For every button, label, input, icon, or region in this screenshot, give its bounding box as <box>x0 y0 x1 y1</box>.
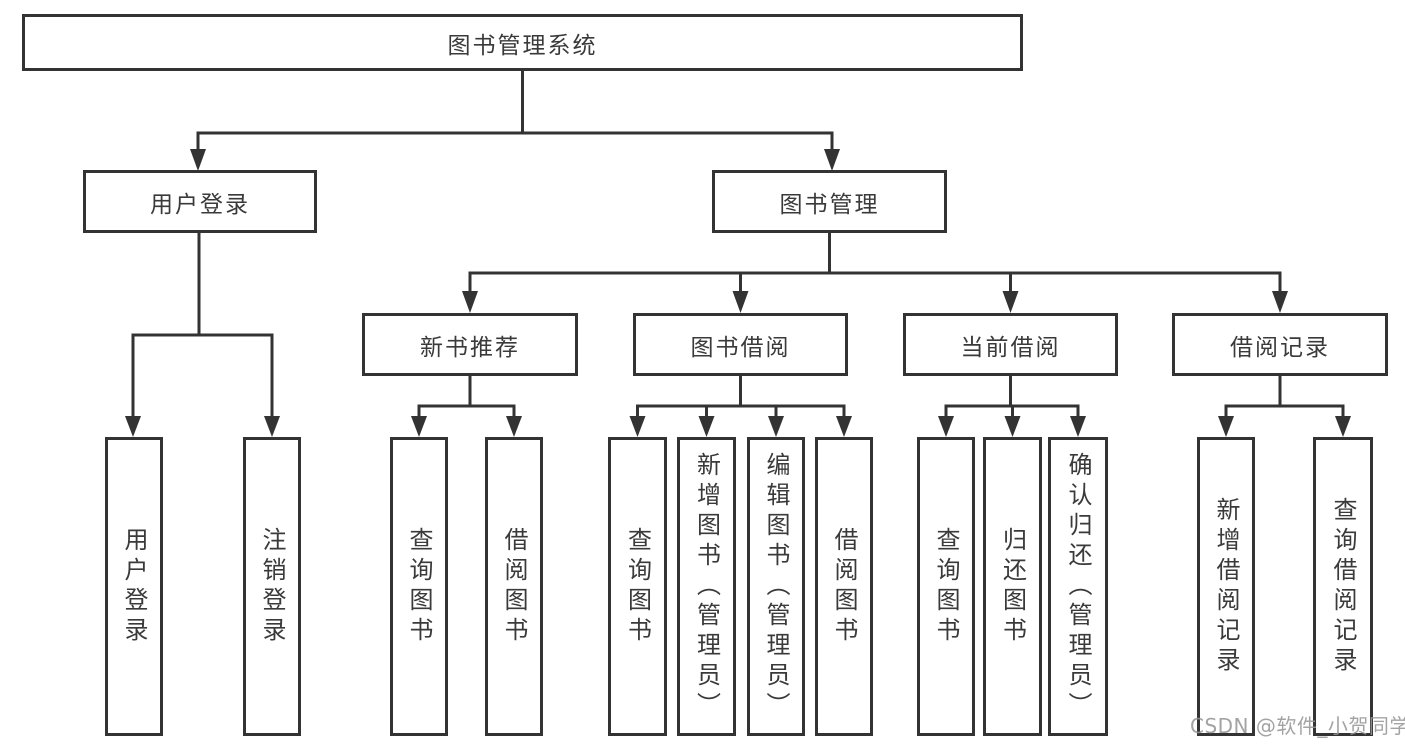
leaf-query-book-borrow: 查询图书 <box>608 437 667 736</box>
leaf-logout: 注销登录 <box>243 437 301 736</box>
leaf-query-borrow-record: 查询借阅记录 <box>1313 437 1373 736</box>
node-current-borrow: 当前借阅 <box>903 313 1118 376</box>
leaf-confirm-return-admin: 确认归还（管理员） <box>1048 437 1108 736</box>
leaf-borrow-book-recommend: 借阅图书 <box>485 437 543 736</box>
arrowhead-user-login <box>190 149 206 171</box>
arrowhead-borrow1 <box>506 416 522 437</box>
arrowhead-query3 <box>938 416 954 437</box>
leaf-query-book-current: 查询图书 <box>917 437 975 736</box>
arrowhead-records <box>1272 291 1288 313</box>
leaf-add-borrow-record: 新增借阅记录 <box>1197 437 1255 736</box>
arrowhead-new-book <box>462 291 478 313</box>
arrowhead-book-mgmt <box>824 149 840 171</box>
arrowhead-add-book <box>698 416 715 437</box>
arrowhead-query1 <box>411 416 427 437</box>
leaf-edit-book-admin: 编辑图书（管理员） <box>747 437 805 736</box>
arrowhead-borrow2 <box>836 416 852 437</box>
arrowhead-confirm <box>1070 416 1086 437</box>
csdn-watermark: CSDN @软件_小贺同学 <box>1190 714 1405 738</box>
arrowhead-leaf-user-login <box>125 416 141 437</box>
arrowhead-leaf-logout <box>264 416 280 437</box>
node-system-root: 图书管理系统 <box>22 14 1023 71</box>
leaf-return-book: 归还图书 <box>983 437 1042 736</box>
arrowhead-add-rec <box>1218 416 1234 437</box>
arrowhead-return <box>1004 416 1021 437</box>
arrowhead-edit-book <box>768 416 784 437</box>
leaf-add-book-admin: 新增图书（管理员） <box>677 437 736 736</box>
node-new-book-recommend: 新书推荐 <box>362 313 578 376</box>
arrowhead-cur-borrow <box>1002 291 1019 313</box>
leaf-query-book-recommend: 查询图书 <box>390 437 448 736</box>
arrowhead-query-rec <box>1335 416 1351 437</box>
node-book-management: 图书管理 <box>712 170 947 233</box>
leaf-borrow-book: 借阅图书 <box>815 437 873 736</box>
node-user-login: 用户登录 <box>83 170 317 233</box>
leaf-user-login: 用户登录 <box>105 437 163 736</box>
arrowhead-query2 <box>629 416 646 437</box>
arrowhead-book-borrow <box>732 291 749 313</box>
node-book-borrow: 图书借阅 <box>633 313 848 376</box>
node-borrow-records: 借阅记录 <box>1172 313 1388 376</box>
